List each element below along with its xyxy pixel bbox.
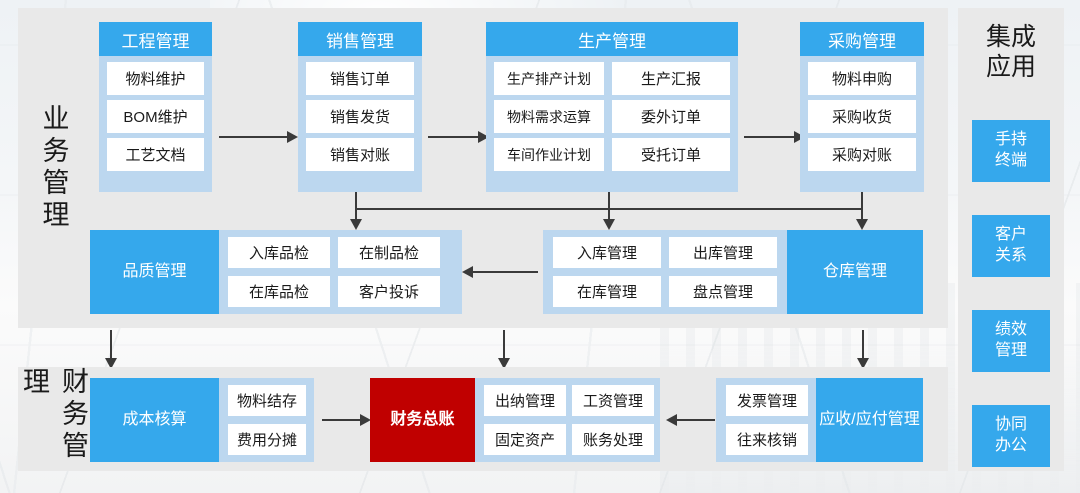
group-receivable-side-label: 应收/应付管理 [816, 378, 923, 462]
cell-settlement-writeoff[interactable]: 往来核销 [726, 424, 808, 455]
group-cost-accounting: 成本核算 物料结存 费用分摊 [90, 378, 314, 462]
cell-payroll-management[interactable]: 工资管理 [572, 385, 654, 416]
cell-inbound-management[interactable]: 入库管理 [553, 237, 661, 268]
cell-stock-management[interactable]: 在库管理 [553, 276, 661, 307]
cell-purchase-receipt[interactable]: 采购收货 [808, 100, 916, 133]
group-production: 生产管理 生产排产计划 物料需求运算 车间作业计划 生产汇报 委外订单 受托订单 [486, 22, 738, 192]
rail-button-performance-management-line2: 管理 [994, 342, 1027, 359]
group-engineering: 工程管理 物料维护 BOM维护 工艺文档 [99, 22, 212, 192]
cell-fixed-assets[interactable]: 固定资产 [484, 424, 566, 455]
cell-workshop-job-plan[interactable]: 车间作业计划 [494, 138, 604, 171]
cell-stock-inspection[interactable]: 在库品检 [228, 276, 330, 307]
arrow-sales-to-production [428, 136, 480, 138]
arrow-warehouse-to-receivable-head [857, 358, 869, 369]
busbar-stub-purchasing [861, 192, 863, 209]
arrow-warehouse-to-quality-head [462, 266, 473, 278]
cell-outsourcing-order[interactable]: 委外订单 [612, 100, 730, 133]
rail-button-collaborative-office-line1: 协同 [994, 416, 1027, 434]
group-sales-header: 销售管理 [298, 22, 422, 56]
busbar-down-purchasing [861, 208, 863, 220]
cell-customer-complaint[interactable]: 客户投诉 [338, 276, 440, 307]
group-production-header: 生产管理 [486, 22, 738, 56]
finance-management-label: 财务管理 [19, 367, 88, 463]
arrow-quality-to-cost [110, 330, 112, 360]
group-purchasing-header: 采购管理 [800, 22, 924, 56]
rail-button-handheld-terminal-line2: 终端 [994, 152, 1027, 169]
busbar-down-sales [355, 208, 357, 220]
cell-stocktaking-management[interactable]: 盘点管理 [669, 276, 777, 307]
cell-sales-delivery[interactable]: 销售发货 [306, 100, 414, 133]
group-receivable-payable: 发票管理 往来核销 应收/应付管理 [716, 378, 923, 462]
arrow-receivable-to-ledger-head [666, 414, 677, 426]
group-sales: 销售管理 销售订单 销售发货 销售对账 [298, 22, 422, 192]
arrow-engineering-to-sales [219, 136, 289, 138]
arrow-cost-to-ledger [322, 419, 362, 421]
cell-accounting-processing[interactable]: 账务处理 [572, 424, 654, 455]
busbar-down-production-head [603, 219, 615, 230]
cell-sales-reconciliation[interactable]: 销售对账 [306, 138, 414, 171]
cell-production-schedule-plan[interactable]: 生产排产计划 [494, 62, 604, 95]
cell-cashier-management[interactable]: 出纳管理 [484, 385, 566, 416]
cell-material-requisition[interactable]: 物料申购 [808, 62, 916, 95]
rail-button-customer-relations-line1: 客户 [994, 226, 1027, 244]
arrow-sales-to-production-head [478, 131, 489, 143]
cell-invoice-management[interactable]: 发票管理 [726, 385, 808, 416]
cell-purchase-reconciliation[interactable]: 采购对账 [808, 138, 916, 171]
arrow-engineering-to-sales-head [287, 131, 298, 143]
rail-button-performance-management-line1: 绩效 [994, 321, 1027, 339]
arrow-production-to-purchasing [744, 136, 796, 138]
arrow-cost-to-ledger-head [360, 414, 371, 426]
arrow-production-to-purchasing-head [794, 131, 805, 143]
integrated-applications-title: 集成 应用 [958, 22, 1064, 82]
cell-expense-allocation[interactable]: 费用分摊 [228, 424, 306, 455]
rail-button-handheld-terminal[interactable]: 手持 终端 [972, 120, 1050, 182]
cell-bom-maintenance[interactable]: BOM维护 [107, 100, 204, 133]
cell-entrusted-order[interactable]: 受托订单 [612, 138, 730, 171]
group-warehouse-side-label: 仓库管理 [787, 230, 923, 314]
business-management-label: 业务管理 [38, 104, 69, 232]
group-cost-side-label: 成本核算 [90, 378, 219, 462]
group-warehouse: 入库管理 出库管理 在库管理 盘点管理 仓库管理 [543, 230, 923, 314]
arrow-quality-to-cost-head [105, 358, 117, 369]
busbar-stub-production [608, 192, 610, 209]
integrated-applications-title-line2: 应用 [985, 53, 1036, 81]
arrow-warehouse-to-receivable [862, 330, 864, 360]
cell-material-maintenance[interactable]: 物料维护 [107, 62, 204, 95]
rail-button-collaborative-office[interactable]: 协同 办公 [972, 405, 1050, 467]
rail-button-performance-management[interactable]: 绩效 管理 [972, 310, 1050, 372]
cell-process-document[interactable]: 工艺文档 [107, 138, 204, 171]
group-ledger-side-label: 财务总账 [370, 378, 475, 462]
cell-production-report[interactable]: 生产汇报 [612, 62, 730, 95]
group-quality: 品质管理 入库品检 在制品检 在库品检 客户投诉 [90, 230, 462, 314]
arrow-warehouse-to-quality [472, 271, 538, 273]
cell-sales-order[interactable]: 销售订单 [306, 62, 414, 95]
rail-button-collaborative-office-line2: 办公 [994, 437, 1027, 454]
cell-material-balance[interactable]: 物料结存 [228, 385, 306, 416]
busbar-drop-from-sales [355, 192, 357, 209]
cell-inbound-inspection[interactable]: 入库品检 [228, 237, 330, 268]
arrow-warehouse-to-ledger-head [498, 358, 510, 369]
rail-button-customer-relations[interactable]: 客户 关系 [972, 215, 1050, 277]
group-purchasing: 采购管理 物料申购 采购收货 采购对账 [800, 22, 924, 192]
group-quality-side-label: 品质管理 [90, 230, 219, 314]
group-engineering-header: 工程管理 [99, 22, 212, 56]
busbar-down-purchasing-head [856, 219, 868, 230]
arrow-warehouse-to-ledger [503, 330, 505, 360]
busbar-down-production [608, 208, 610, 220]
integrated-applications-title-line1: 集成 [985, 23, 1036, 51]
rail-button-customer-relations-line2: 关系 [994, 247, 1027, 264]
busbar-down-sales-head [350, 219, 362, 230]
rail-button-handheld-terminal-line1: 手持 [994, 131, 1027, 149]
cell-outbound-management[interactable]: 出库管理 [669, 237, 777, 268]
cell-material-requirement-calc[interactable]: 物料需求运算 [494, 100, 604, 133]
cell-wip-inspection[interactable]: 在制品检 [338, 237, 440, 268]
group-general-ledger: 财务总账 出纳管理 工资管理 固定资产 账务处理 [370, 378, 660, 462]
arrow-receivable-to-ledger [675, 419, 715, 421]
integrated-applications-panel: 集成 应用 手持 终端 客户 关系 绩效 管理 协同 办公 [958, 8, 1064, 471]
